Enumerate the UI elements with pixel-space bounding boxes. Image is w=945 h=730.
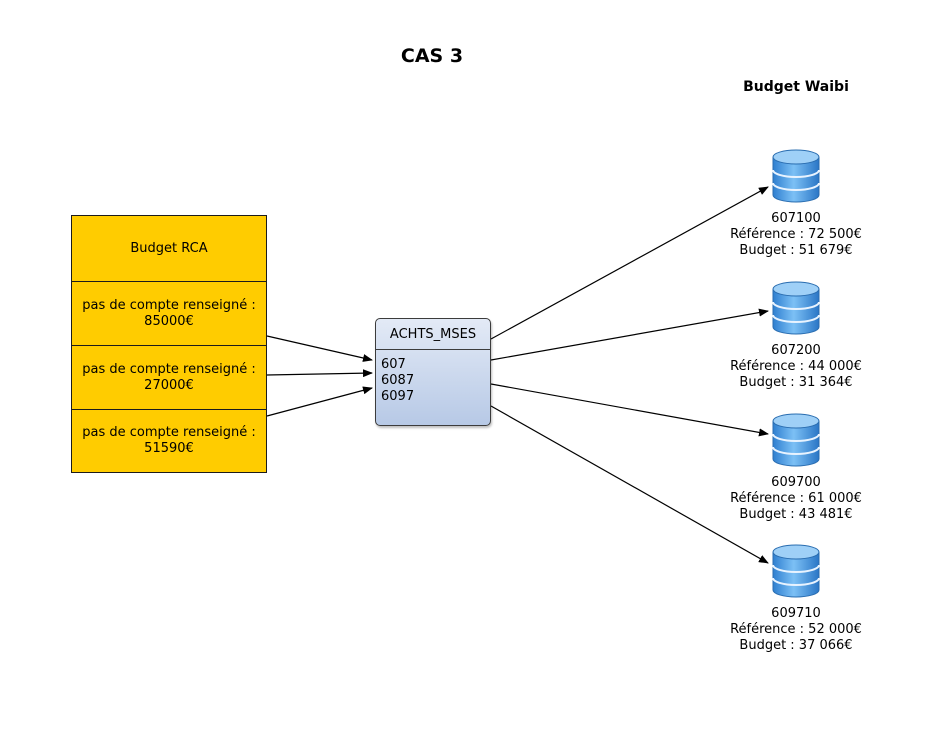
database-budget: Budget : 37 066€: [739, 638, 853, 653]
database-icon: [771, 412, 821, 468]
achts-code: 607: [381, 357, 406, 372]
budget-rca-header: Budget RCA: [72, 216, 266, 281]
connector-to-609710: [490, 405, 769, 564]
connector-to-607100: [490, 186, 769, 340]
budget-rca-row-amount: 85000€: [144, 313, 194, 329]
database-icon: [771, 280, 821, 336]
budget-rca-row-label: pas de compte renseigné :: [82, 297, 256, 313]
database-reference: Référence : 72 500€: [730, 227, 862, 242]
database-reference: Référence : 52 000€: [730, 622, 862, 637]
achts-mses-title: ACHTS_MSES: [376, 319, 490, 350]
achts-code: 6097: [381, 389, 415, 404]
database-budget: Budget : 43 481€: [739, 507, 853, 522]
database-budget: Budget : 51 679€: [739, 243, 853, 258]
connector-to-607200: [490, 308, 769, 361]
budget-rca-row-label: pas de compte renseigné :: [82, 425, 256, 440]
budget-rca-row-1: pas de compte renseigné : 85000€: [72, 281, 266, 345]
database-label-609710: 609710 Référence : 52 000€ Budget : 37 0…: [706, 606, 886, 654]
database-label-607200: 607200 Référence : 44 000€ Budget : 31 3…: [706, 343, 886, 391]
database-reference: Référence : 61 000€: [730, 491, 862, 506]
connector-rca-row-3: [266, 386, 373, 417]
budget-waibi-title: Budget Waibi: [743, 79, 849, 95]
achts-mses-box: ACHTS_MSES 607 6087 6097: [375, 318, 491, 426]
database-account: 609700: [771, 475, 821, 490]
budget-rca-row-label: pas de compte renseigné :: [82, 361, 256, 377]
achts-mses-codes: 607 6087 6097: [376, 350, 490, 405]
database-icon: [771, 148, 821, 204]
budget-rca-row-amount: 51590€: [144, 441, 194, 456]
database-account: 607200: [771, 343, 821, 358]
database-reference: Référence : 44 000€: [730, 359, 862, 374]
budget-rca-header-label: Budget RCA: [130, 240, 208, 256]
budget-rca-row-2: pas de compte renseigné : 27000€: [72, 345, 266, 409]
database-label-607100: 607100 Référence : 72 500€ Budget : 51 6…: [706, 211, 886, 259]
budget-rca-row-amount: 27000€: [144, 377, 194, 393]
database-icon: [771, 543, 821, 599]
achts-code: 6087: [381, 373, 415, 388]
budget-rca-row-3: pas de compte renseigné : 51590€: [72, 409, 266, 472]
database-account: 609710: [771, 606, 821, 621]
connector-rca-row-1: [266, 335, 373, 362]
budget-rca-table: Budget RCA pas de compte renseigné : 850…: [71, 215, 267, 473]
diagram-title: CAS 3: [400, 45, 464, 67]
database-budget: Budget : 31 364€: [739, 375, 853, 390]
connector-to-609700: [490, 383, 769, 437]
connector-rca-row-2: [266, 369, 373, 378]
database-label-609700: 609700 Référence : 61 000€ Budget : 43 4…: [706, 475, 886, 523]
database-account: 607100: [771, 211, 821, 226]
